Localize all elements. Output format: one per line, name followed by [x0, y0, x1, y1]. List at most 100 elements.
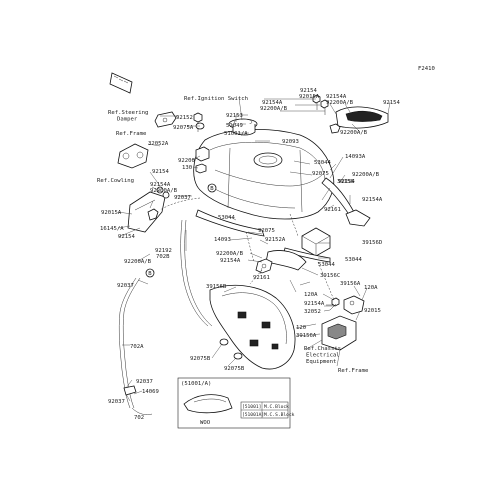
- frame-bracket-left: [117, 143, 149, 169]
- diagram-code: F2410: [418, 66, 435, 72]
- lower-strip: [195, 209, 265, 237]
- label-92154-c: 92154: [338, 179, 355, 185]
- bracket-92152: [154, 111, 177, 128]
- svg-text:B: B: [210, 186, 214, 192]
- ref-cowling: Ref.Cowling: [97, 178, 134, 184]
- label-92154a-l: 92154A: [150, 182, 171, 188]
- label-92015a-l: 92015A: [101, 210, 122, 216]
- label-702b: 702B: [156, 254, 170, 260]
- inset-tank-icon: [183, 394, 233, 414]
- label-92154-l2: 92154: [118, 234, 135, 240]
- under-cover-39156b: [209, 285, 296, 370]
- clamp-92161: [255, 258, 273, 274]
- label-51001a: 51001/A: [224, 131, 248, 137]
- variant-inset: (51001/A) WOO [51001] M.C.Block [51001A]…: [177, 377, 295, 429]
- fuel-tank: [193, 129, 335, 220]
- label-53044-c: 53044: [318, 262, 335, 268]
- hidden-line-1: [159, 197, 201, 211]
- svg-text:B: B: [148, 271, 152, 277]
- label-92161-a: 92161: [253, 275, 270, 281]
- hidden-line-4: [249, 269, 263, 285]
- label-16145a: 16145/A: [100, 226, 124, 232]
- rear-mount-39156d: [301, 227, 331, 257]
- label-92200a-b-l: 92200A/B: [150, 188, 178, 194]
- small-cover-right: [345, 209, 371, 227]
- label-92200: 92200: [178, 158, 195, 164]
- inset-footer: WOO: [200, 420, 211, 426]
- label-702a: 702A: [130, 344, 144, 350]
- label-39156a: 39156A: [340, 281, 361, 287]
- hidden-line-2: [289, 213, 299, 237]
- label-92075-c: 92075: [258, 228, 275, 234]
- bracket-39156c: [265, 250, 307, 271]
- label-92015: 92015: [364, 308, 381, 314]
- relay-bracket-right: [321, 295, 365, 351]
- label-92037-b: 92037: [136, 379, 153, 385]
- ref-ignition-switch: Ref.Ignition Switch: [184, 96, 248, 102]
- label-120a-a: 120A: [304, 292, 318, 298]
- bolts-upper-right: [312, 94, 329, 115]
- label-92153: 92153: [226, 113, 243, 119]
- label-92154-l-top: 92154: [152, 169, 169, 175]
- label-92037: 92037: [174, 195, 191, 201]
- label-92200a-b-c: 92200A/B: [216, 251, 244, 257]
- label-92037-l: 92037: [117, 283, 134, 289]
- label-92075b-a: 92075B: [190, 356, 211, 362]
- label-92075: 92075: [312, 171, 329, 177]
- part-labels: 92154 92154A 92015A 92154A 92200A/B 9215…: [97, 88, 400, 421]
- ref-chassis-line3: Equipment: [306, 359, 336, 365]
- grommet-92075b: [219, 338, 243, 360]
- label-32052: 32052: [304, 309, 321, 315]
- ref-steering-line2: Damper: [117, 117, 138, 123]
- label-120a-b: 120A: [364, 285, 378, 291]
- label-92200a-b-2: 92200A/B: [260, 106, 288, 112]
- tank-cover-right: [329, 106, 389, 134]
- label-92093: 92093: [282, 139, 299, 145]
- label-92037-c: 92037: [108, 399, 125, 405]
- label-39156: 39156: [337, 179, 354, 185]
- label-39156a-b: 39156A: [296, 333, 317, 339]
- label-92154-top: 92154: [300, 88, 317, 94]
- label-92154a-c: 92154A: [220, 258, 241, 264]
- label-92161-b: 92161: [324, 207, 341, 213]
- inset-row2-code: [51001A]: [242, 412, 264, 418]
- drain-hose-702: [118, 277, 153, 415]
- label-92075a: 92075A: [173, 125, 194, 131]
- label-92200a-b-l2: 92200A/B: [124, 259, 152, 265]
- bolts-lower-right: [326, 297, 340, 311]
- label-92154a-top: 92154A: [326, 94, 347, 100]
- label-53044-b: 53044: [218, 215, 235, 221]
- label-92152: 92152: [176, 115, 193, 121]
- label-14093: 14093: [214, 237, 231, 243]
- circle-marker-b-lower: B: [145, 268, 155, 278]
- label-92015a: 92015A: [299, 94, 320, 100]
- label-92154-right: 92154: [383, 100, 400, 106]
- leader-lines: [117, 97, 391, 402]
- label-130: 130: [182, 165, 192, 171]
- label-92075b-b: 92075B: [224, 366, 245, 372]
- front-arrow-icon: [109, 72, 133, 94]
- label-92200a-b-top: 92200A/B: [326, 100, 354, 106]
- inset-row1-code: [51001]: [242, 404, 261, 410]
- label-14093a: 14093A: [345, 154, 366, 160]
- label-53044-d: 53044: [345, 257, 362, 263]
- label-120: 120: [296, 325, 306, 331]
- label-702: 702: [134, 415, 144, 421]
- label-92152a: 92152A: [265, 237, 286, 243]
- label-51049: 51049: [226, 123, 243, 129]
- label-92200a-b-r: 92200A/B: [340, 130, 368, 136]
- ref-frame-top-left: Ref.Frame: [116, 131, 147, 137]
- inset-header: (51001/A): [181, 381, 211, 387]
- hose-702b: [180, 219, 213, 327]
- ref-chassis-line2: Electrical: [306, 353, 340, 359]
- label-92192: 92192: [155, 248, 172, 254]
- label-39156d: 39156D: [362, 240, 383, 246]
- hidden-line-3: [245, 231, 255, 263]
- circle-marker-b-upper: B: [207, 183, 217, 193]
- label-39156b: 39156B: [206, 284, 227, 290]
- label-53044-a: 53044: [314, 160, 331, 166]
- ref-steering-line1: Ref.Steering: [108, 110, 148, 116]
